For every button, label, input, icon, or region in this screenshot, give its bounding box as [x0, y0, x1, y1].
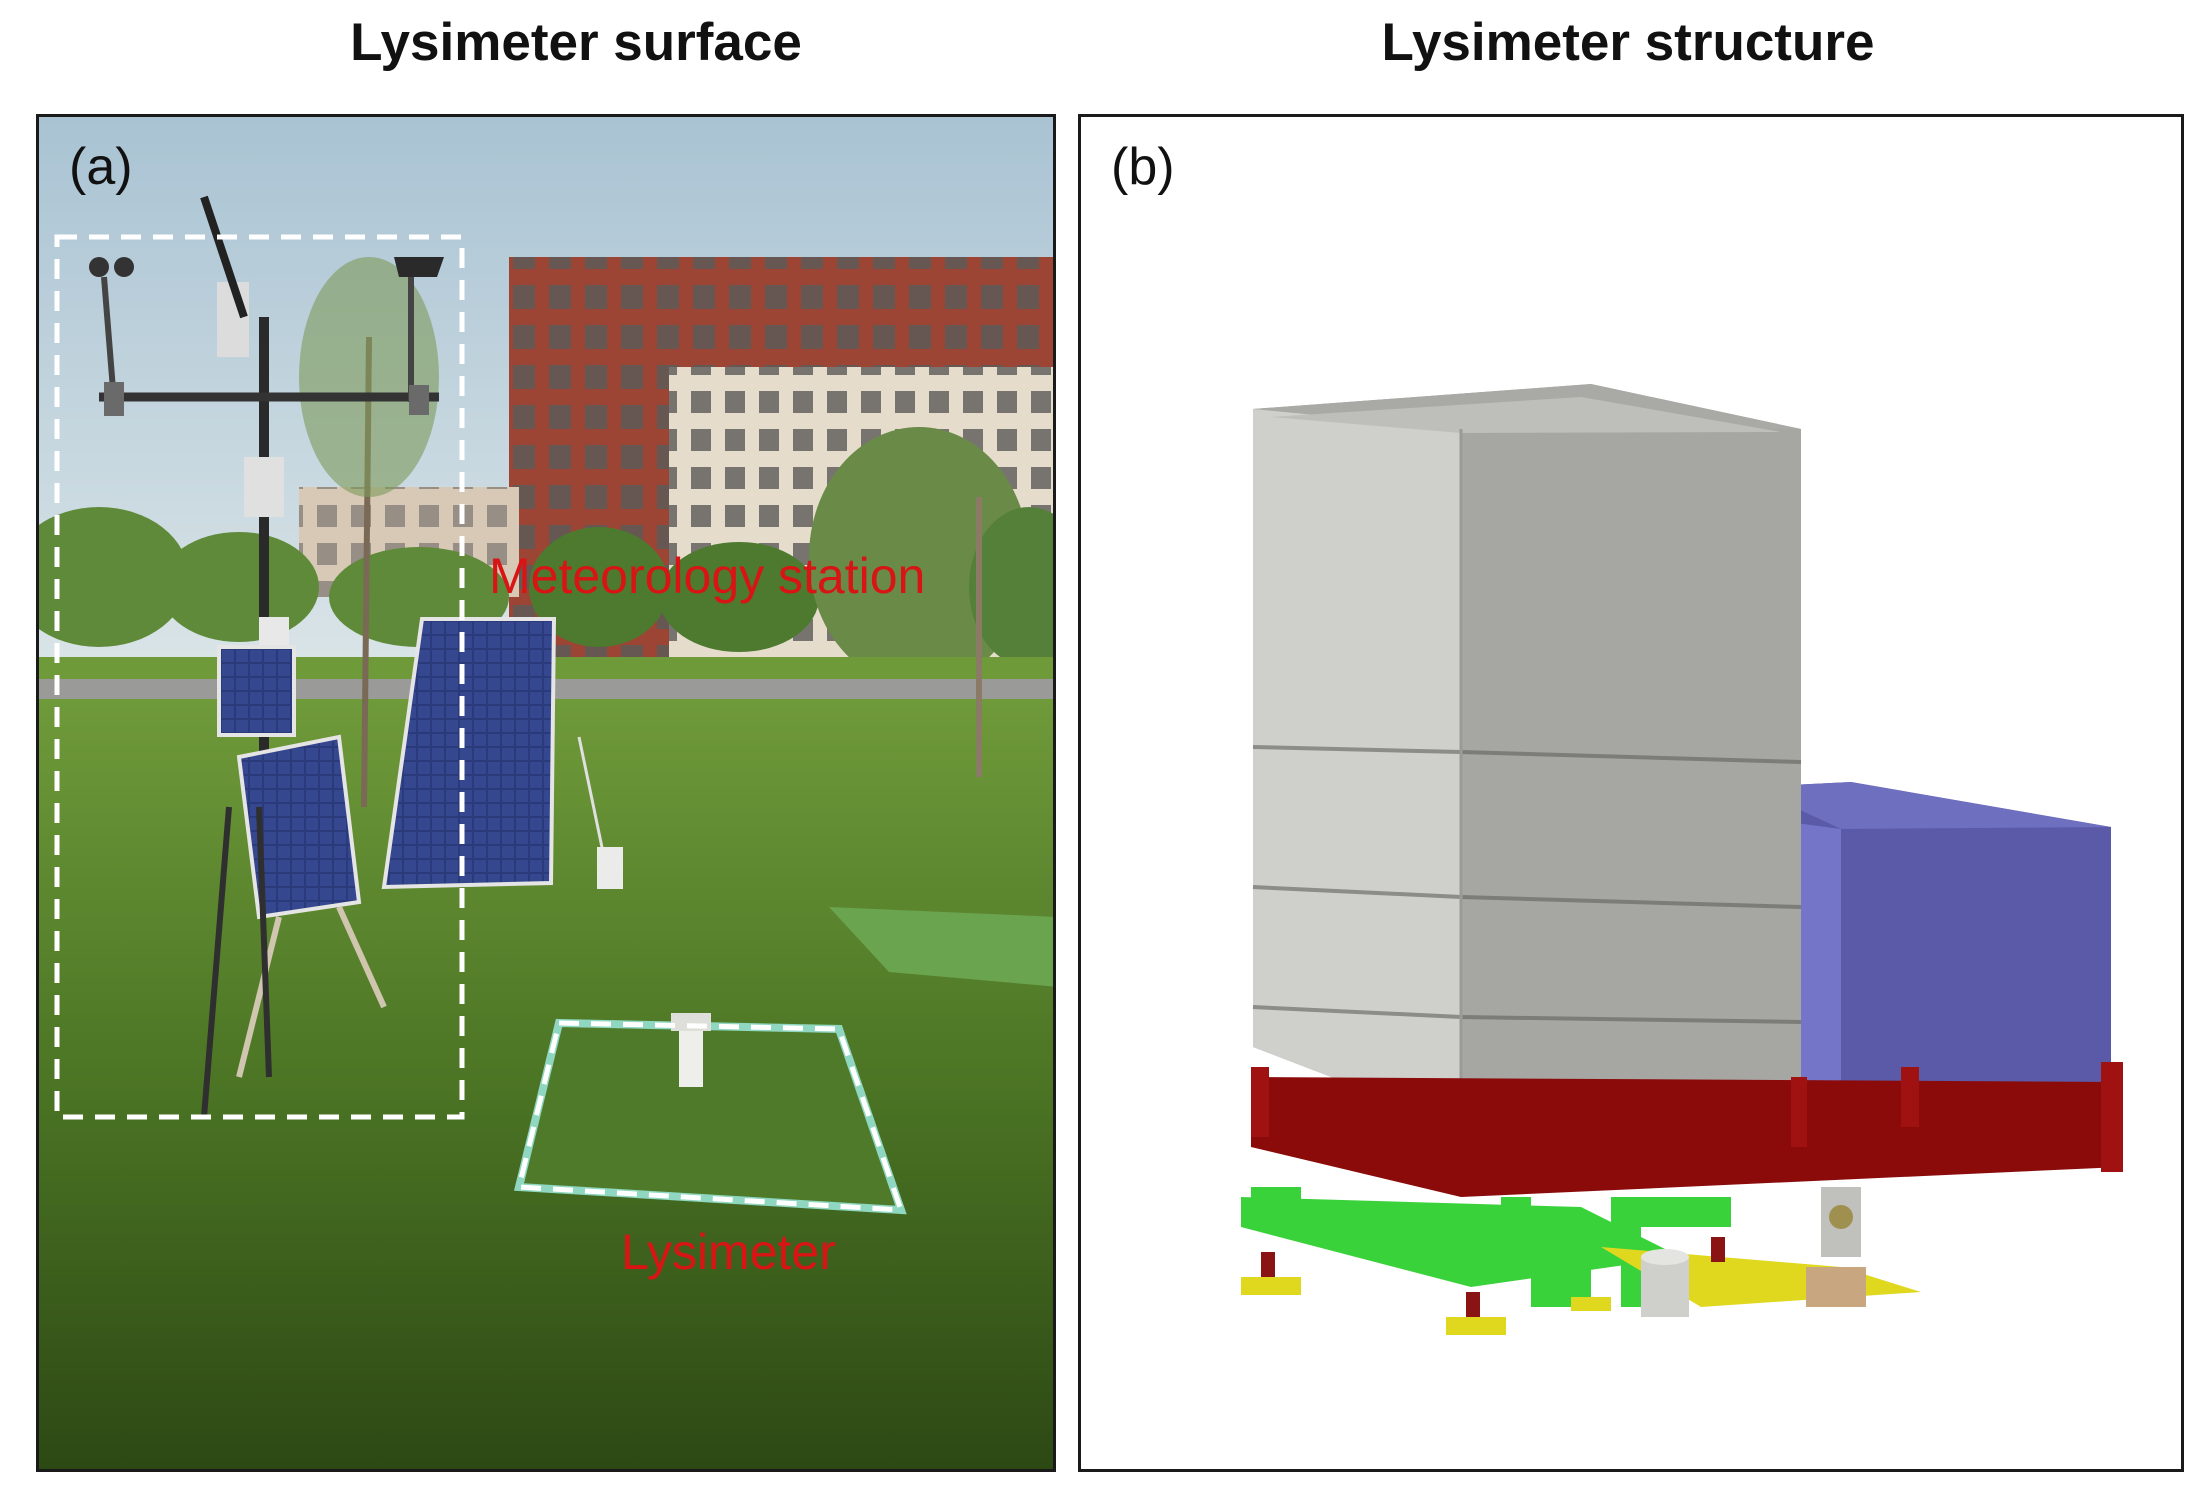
support-structure: [1241, 1187, 1731, 1307]
panel-a-title: Lysimeter surface: [350, 13, 802, 72]
tree-line: [39, 427, 1053, 687]
panel-b-title: Lysimeter structure: [1381, 13, 1875, 72]
meteorology-station-box: [54, 234, 465, 1120]
lysimeter-box: [515, 1020, 905, 1213]
lysimeter-surface-photo: (a) Meteorology station Lysimeter: [36, 114, 1056, 1472]
lysimeter-structure-render: (b): [1078, 114, 2184, 1472]
drain-cylinder: [1641, 1257, 1689, 1317]
grass-mat: [829, 907, 1053, 987]
field-scene: [39, 117, 1053, 1469]
panel-a-label: (a): [69, 138, 133, 196]
cad-model: [1241, 384, 2123, 1335]
soil-tank: [1252, 384, 1802, 1127]
lysimeter-label: Lysimeter: [621, 1224, 836, 1280]
panel-b-label: (b): [1111, 138, 1175, 196]
tan-block: [1806, 1267, 1866, 1307]
solar-panels: [201, 617, 623, 1118]
meteorology-station-label: Meteorology station: [489, 548, 926, 604]
weighing-frame: [1251, 1062, 2123, 1197]
load-cells: [1261, 1237, 1725, 1317]
